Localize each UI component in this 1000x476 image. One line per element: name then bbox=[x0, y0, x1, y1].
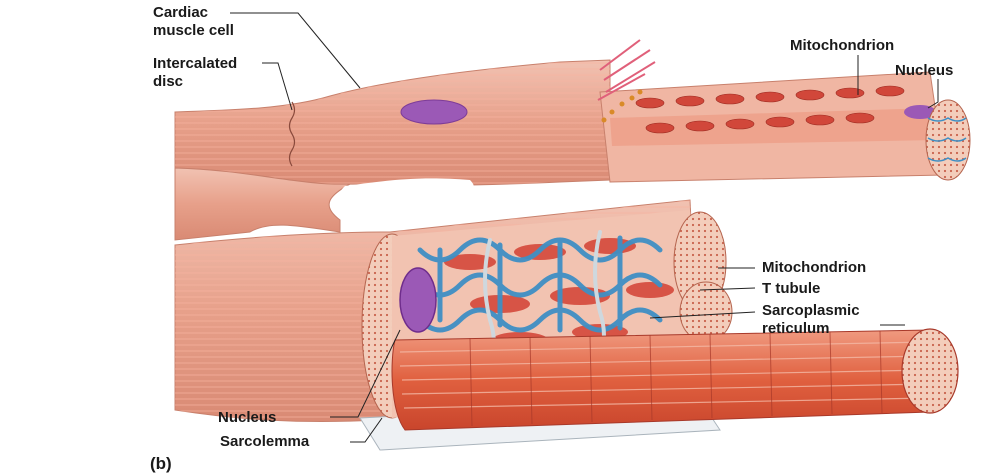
lower-nucleus bbox=[400, 268, 436, 332]
label-mitochondrion-top: Mitochondrion bbox=[790, 37, 894, 55]
label-sarcoplasmic-reticulum: Sarcoplasmic reticulum bbox=[762, 302, 860, 338]
panel-label: (b) bbox=[150, 455, 172, 473]
upper-muscle-cell bbox=[175, 60, 610, 240]
label-nucleus-top: Nucleus bbox=[895, 62, 953, 80]
label-nucleus-bottom: Nucleus bbox=[218, 409, 276, 427]
myofibril-cylinder bbox=[392, 329, 958, 430]
label-mitochondrion-right: Mitochondrion bbox=[762, 259, 866, 277]
label-intercalated-disc: Intercalated disc bbox=[153, 55, 237, 91]
upper-nucleus bbox=[401, 100, 467, 124]
label-t-tubule: T tubule bbox=[762, 280, 820, 298]
label-cardiac-muscle-cell: Cardiac muscle cell bbox=[153, 4, 234, 40]
label-sarcolemma: Sarcolemma bbox=[220, 433, 309, 451]
